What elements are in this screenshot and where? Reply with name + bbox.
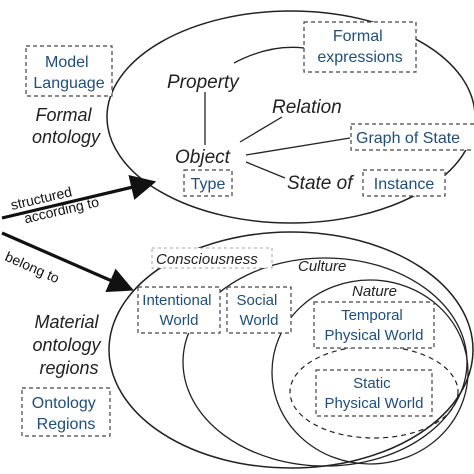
instance-box — [362, 169, 446, 197]
model-language-box — [25, 45, 113, 97]
belong-arrow — [1, 231, 134, 293]
consciousness-label-bg — [151, 247, 273, 269]
static-physical-world-label: Static Physical World — [325, 375, 424, 412]
arrow-label-structured: structured according to — [9, 178, 100, 229]
formal-ontology-ellipse — [106, 10, 474, 224]
concept-relation: Relation — [272, 97, 342, 118]
intentional-world-label: Intentional World — [142, 292, 215, 329]
ontology-regions-label: Ontology Regions — [32, 395, 101, 433]
region-consciousness: Consciousness — [156, 251, 258, 268]
temporal-physical-world-box — [313, 301, 435, 349]
culture-ellipse — [182, 257, 468, 467]
instance-label: Instance — [374, 176, 435, 193]
type-label: Type — [191, 176, 226, 193]
social-world-box — [226, 286, 292, 334]
graph-of-state-box — [350, 123, 474, 151]
region-culture: Culture — [298, 258, 346, 275]
intentional-world-box — [137, 286, 221, 334]
region-nature: Nature — [352, 283, 397, 300]
connector-object-state — [245, 161, 286, 179]
concept-property: Property — [167, 72, 240, 93]
connector-relation-object — [239, 116, 283, 143]
formal-expressions-box — [303, 21, 417, 73]
formal-connectors — [204, 46, 351, 179]
static-physical-world-box — [315, 369, 433, 417]
concept-state-of: State of — [287, 173, 354, 194]
temporal-physical-world-label: Temporal Physical World — [325, 307, 424, 344]
ontology-regions-box — [21, 387, 111, 437]
material-regions-label: Material ontology regions — [32, 312, 105, 378]
graph-of-state-label: Graph of State — [356, 130, 460, 147]
concept-object: Object — [175, 147, 231, 168]
model-language-label: Model Language — [33, 54, 104, 92]
type-box — [183, 169, 233, 197]
nature-ellipse — [271, 279, 469, 465]
material-outer-ellipse — [108, 231, 474, 469]
formal-expressions-label: Formal expressions — [317, 28, 402, 66]
static-world-ellipse — [289, 345, 459, 439]
connector-relation-expressions — [233, 46, 305, 64]
social-world-label: Social World — [236, 292, 281, 329]
formal-ontology-label: Formal ontology — [32, 105, 101, 147]
connector-object-graph — [245, 137, 351, 156]
structured-arrow — [1, 174, 157, 220]
